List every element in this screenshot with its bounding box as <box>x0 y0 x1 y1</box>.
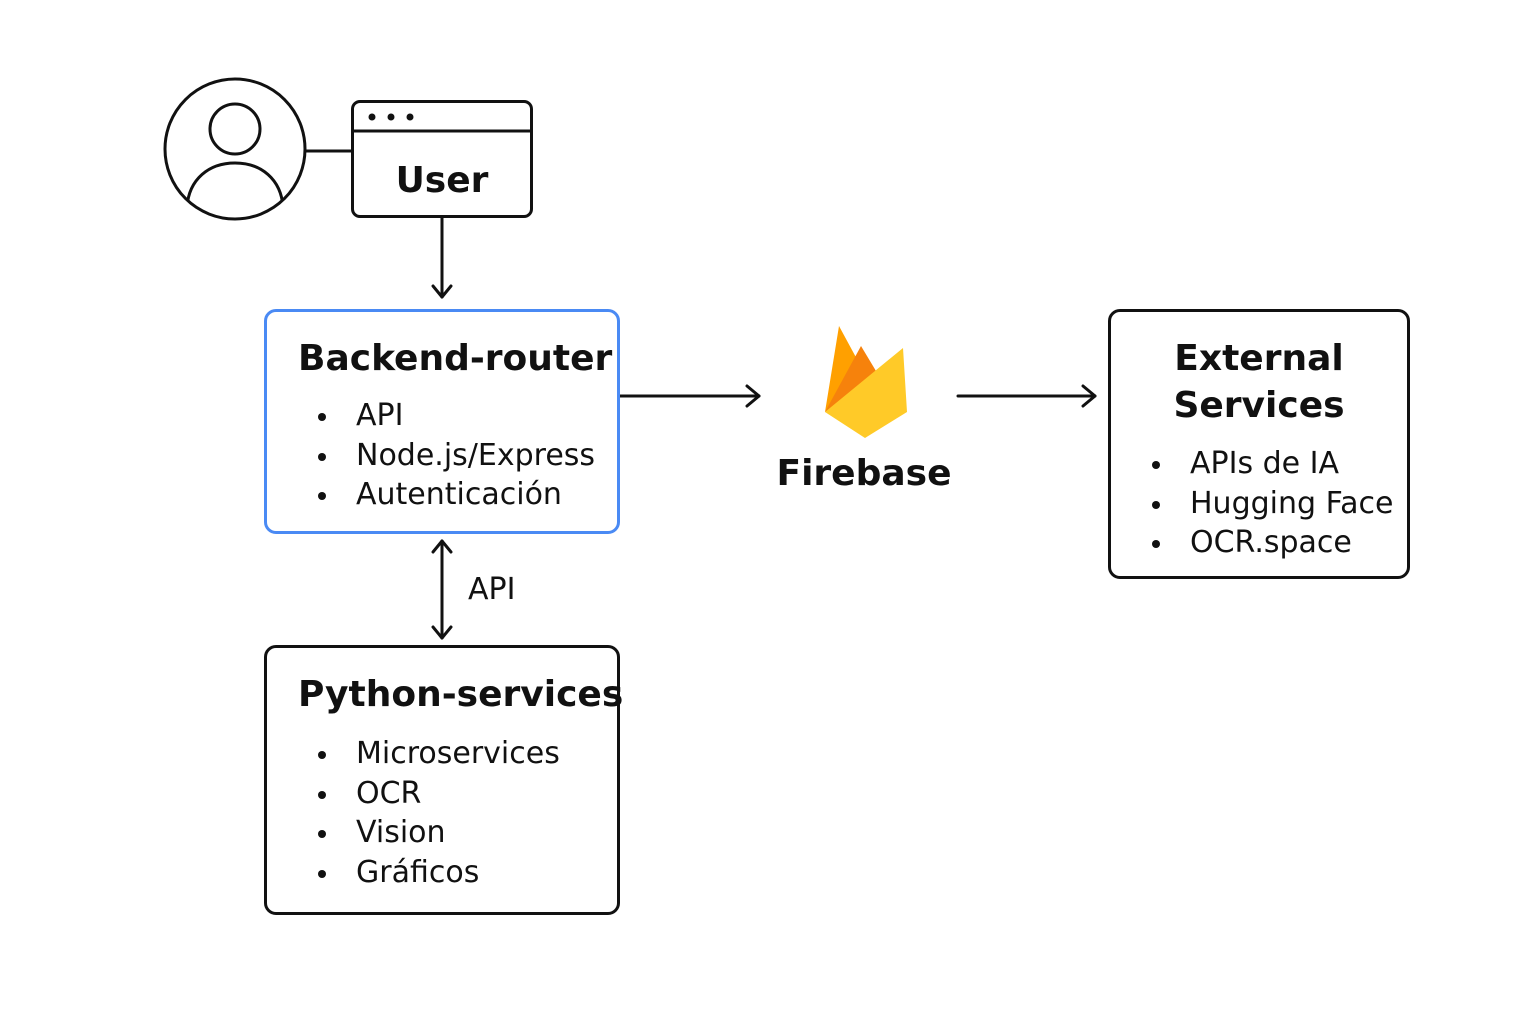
user-title: User <box>395 160 489 201</box>
external-services-title-line1: External <box>1174 338 1344 379</box>
python-services-list: Microservices OCR Vision Gráficos <box>308 734 560 892</box>
list-item: Autenticación <box>308 475 595 515</box>
window-titlebar <box>354 113 530 133</box>
api-connector-label: API <box>468 572 516 607</box>
backend-router-title: Backend-router <box>298 338 613 379</box>
list-item: OCR.space <box>1142 523 1393 563</box>
external-services-list: APIs de IA Hugging Face OCR.space <box>1142 444 1393 563</box>
list-item: Microservices <box>308 734 560 774</box>
external-services-title-line2: Services <box>1173 385 1345 426</box>
arrow-firebase-to-external <box>956 384 1097 408</box>
list-item: APIs de IA <box>1142 444 1393 484</box>
list-item: Node.js/Express <box>308 436 595 476</box>
user-node: User <box>351 100 533 218</box>
backend-router-list: API Node.js/Express Autenticación <box>308 396 595 515</box>
list-item: Hugging Face <box>1142 484 1393 524</box>
firebase-label: Firebase <box>776 453 952 494</box>
backend-router-node: Backend-router API Node.js/Express Auten… <box>264 309 620 534</box>
external-services-node: External Services APIs de IA Hugging Fac… <box>1108 309 1410 579</box>
list-item: Vision <box>308 813 560 853</box>
arrow-backend-to-firebase <box>618 384 761 408</box>
python-services-title: Python-services <box>298 674 624 715</box>
list-item: Gráficos <box>308 853 560 893</box>
list-item: OCR <box>308 774 560 814</box>
firebase-flame-icon <box>825 326 907 438</box>
arrow-backend-python-bidirectional <box>431 539 453 640</box>
arrow-user-to-backend <box>431 216 453 299</box>
user-avatar-icon <box>163 77 307 221</box>
python-services-node: Python-services Microservices OCR Vision… <box>264 645 624 915</box>
list-item: API <box>308 396 595 436</box>
